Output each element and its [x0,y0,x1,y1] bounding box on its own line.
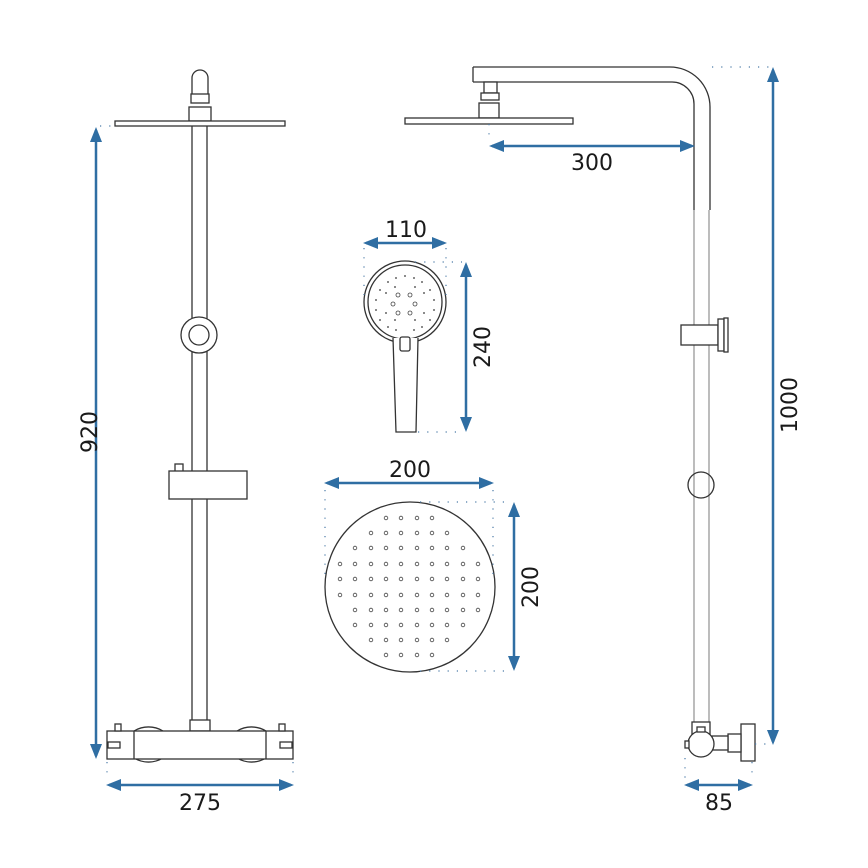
dimension-label-1000: 1000 [778,377,803,433]
dimension-label-85: 85 [705,791,733,816]
slider-ring-side [687,471,715,499]
thermostatic-mixer [106,730,294,760]
top-elbow [191,69,209,97]
dimension-label-200-width: 200 [389,458,431,483]
dimension-label-920: 920 [78,411,103,453]
rain-head-plate-side [404,117,574,125]
rain-head-nozzles [337,515,481,658]
rain-shower-head: 200 200 [324,458,544,673]
dimension-label-300: 300 [571,151,613,176]
front-view: 920 275 [78,69,294,816]
shelf [168,470,248,500]
nut [190,93,210,104]
mixer-side [687,730,715,758]
hand-shower-holder [680,324,719,346]
dimension-label-275: 275 [179,791,221,816]
hand-shower: 110 240 [363,218,496,433]
dimension-label-110: 110 [385,218,427,243]
dimension-label-200-height: 200 [519,566,544,608]
rain-head-plate-front [114,120,286,127]
head-mount [188,106,212,122]
hand-shower-nozzles [375,275,435,331]
side-view: 300 1000 85 [404,66,803,816]
dimension-label-240: 240 [471,326,496,368]
